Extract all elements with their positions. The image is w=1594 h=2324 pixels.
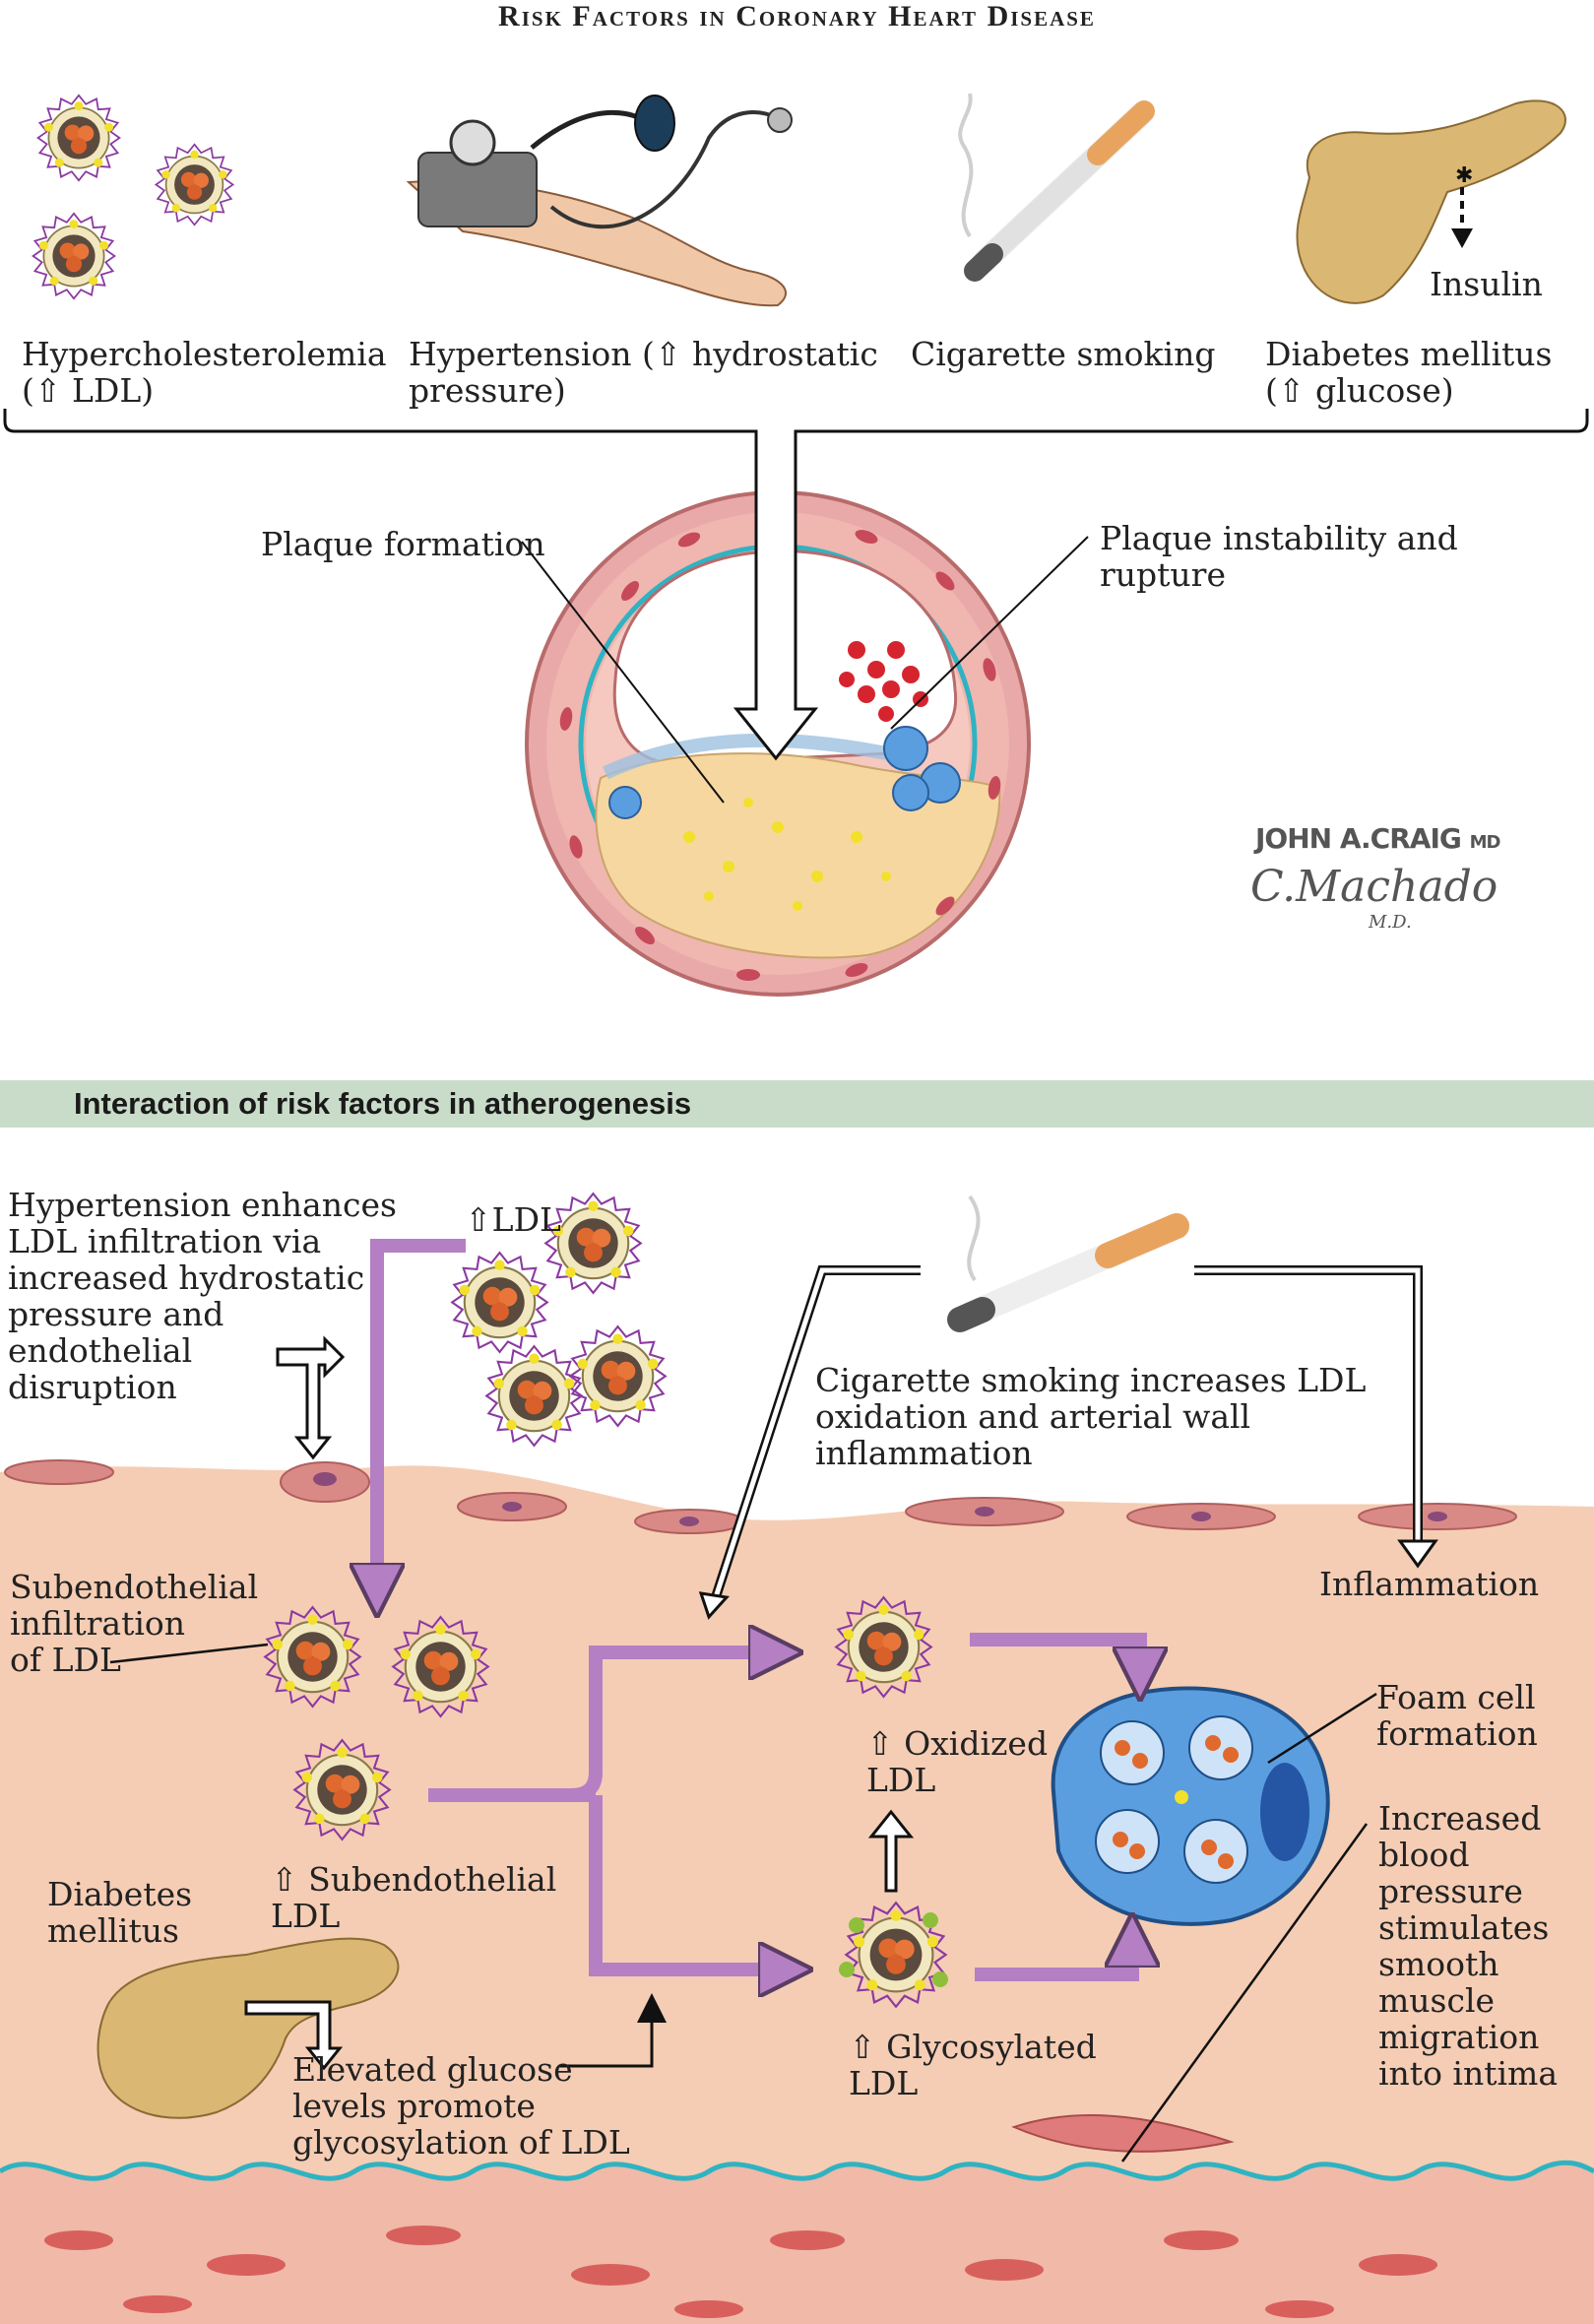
oxidized-ldl-particle xyxy=(835,1596,932,1698)
label-oxidized-ldl: ⇧ Oxidized LDL xyxy=(866,1724,1049,1799)
foam-cell xyxy=(1051,1686,1330,1926)
svg-text:✱: ✱ xyxy=(1455,163,1473,188)
oxidized-to-foam-arrow xyxy=(970,1633,1140,1674)
label-cigarette-smoking-effect: Cigarette smoking increases LDL oxidatio… xyxy=(815,1361,1367,1472)
artery-cross-section xyxy=(525,433,1031,997)
plaque-formation-leader xyxy=(521,541,725,804)
hypertension-arrow xyxy=(276,1335,346,1460)
cigarette-illustration-top xyxy=(958,93,1155,282)
label-ldl-increase: ⇧LDL xyxy=(465,1200,561,1239)
label-glycosylated-ldl: ⇧ Glycosylated LDL xyxy=(849,2028,1097,2102)
page-title: Risk Factors in Coronary Heart Disease xyxy=(498,0,1096,32)
label-increased-blood-pressure: Increased blood pressure stimulates smoo… xyxy=(1378,1799,1559,2093)
plaque-rupture-leader xyxy=(890,536,1089,730)
pathway-arrows xyxy=(377,1239,1140,1981)
artist-signature-craig: JOHN A.CRAIG MD xyxy=(1255,822,1500,855)
glycosylated-ldl-particle xyxy=(839,1902,948,2008)
label-elevated-glucose: Elevated glucose levels promote glycosyl… xyxy=(292,2050,630,2162)
oxidized-from-glycosylated-arrow xyxy=(867,1809,915,1893)
glycosylated-to-foam-arrow xyxy=(975,1940,1132,1981)
label-subendothelial-ldl: ⇧ Subendothelial LDL xyxy=(271,1860,557,1935)
label-hypercholesterolemia: Hypercholesterolemia (⇧ LDL) xyxy=(22,335,387,410)
risk-factor-bracket xyxy=(3,409,1589,714)
glucose-to-glycosylation-arrow xyxy=(559,1993,667,2068)
ldl-to-subendothelial-arrow xyxy=(377,1239,466,1590)
section-banner: Interaction of risk factors in atherogen… xyxy=(0,1080,1594,1128)
glucose-arrow xyxy=(244,2000,344,2071)
ldl-particles-illustration xyxy=(32,94,234,300)
label-plaque-instability: Plaque instability and rupture xyxy=(1100,519,1458,594)
label-cigarette-smoking: Cigarette smoking xyxy=(911,335,1216,373)
label-hypertension-enhances: Hypertension enhances LDL infiltration v… xyxy=(8,1186,397,1406)
label-inflammation: Inflammation xyxy=(1319,1565,1540,1603)
label-hypertension: Hypertension (⇧ hydrostatic pressure) xyxy=(409,335,878,410)
leader-lines xyxy=(109,1643,1377,2163)
label-diabetes-lower: Diabetes mellitus xyxy=(47,1875,193,1950)
cigarette-illustration-bottom xyxy=(947,1194,1189,1332)
label-diabetes-mellitus: Diabetes mellitus (⇧ glucose) xyxy=(1265,335,1553,410)
outline-arrows xyxy=(244,1335,915,2071)
label-foam-cell-formation: Foam cell formation xyxy=(1376,1678,1538,1753)
pancreas-illustration-top: ✱ xyxy=(1296,99,1566,304)
blood-pressure-arm-illustration xyxy=(406,95,793,307)
label-plaque-formation: Plaque formation xyxy=(261,525,545,563)
label-subendothelial-infiltration: Subendothelial infiltration of LDL xyxy=(10,1568,259,1679)
label-insulin: Insulin xyxy=(1430,265,1543,303)
section-banner-title: Interaction of risk factors in atherogen… xyxy=(74,1086,692,1121)
to-glycosylated-ldl-arrow xyxy=(589,1795,786,1969)
